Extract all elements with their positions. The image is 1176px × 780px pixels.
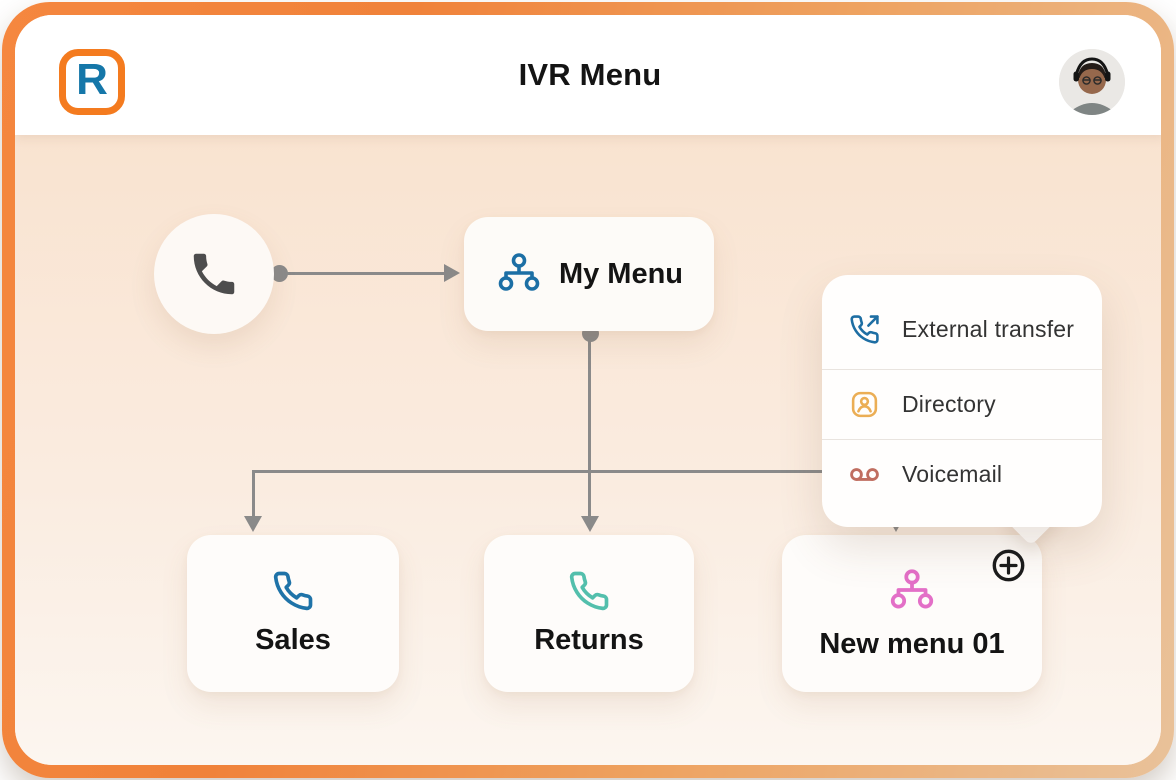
popup-item-label: External transfer: [902, 315, 1075, 342]
menu-hierarchy-icon: [498, 253, 540, 291]
incoming-call-node[interactable]: [154, 214, 274, 334]
add-option-button[interactable]: [992, 549, 1025, 582]
popup-item-voicemail[interactable]: Voicemail: [822, 439, 1102, 509]
node-my-menu[interactable]: My Menu: [464, 217, 714, 331]
phone-outline-icon: [569, 571, 609, 611]
directory-icon: [851, 391, 878, 418]
avatar-person-icon: [1059, 49, 1125, 115]
popup-item-directory[interactable]: Directory: [822, 369, 1102, 439]
node-label: My Menu: [558, 257, 684, 290]
page-title: IVR Menu: [518, 57, 662, 92]
node-label: New menu 01: [819, 628, 1005, 660]
menu-hierarchy-icon: [890, 569, 934, 609]
connector-root-vertical: [588, 333, 591, 516]
ringcentral-logo: R: [59, 49, 125, 115]
connector-branch-left-vertical: [252, 472, 255, 516]
arrowhead-into-returns: [581, 516, 599, 532]
node-sales[interactable]: Sales: [187, 535, 399, 692]
flow-canvas: My Menu Sales: [15, 135, 1161, 765]
node-new-menu-01[interactable]: New menu 01: [782, 535, 1042, 692]
node-label: Sales: [255, 624, 331, 656]
arrowhead-into-sales: [244, 516, 262, 532]
connector-branch-horizontal: [252, 470, 898, 473]
user-avatar[interactable]: [1059, 49, 1125, 115]
external-transfer-icon: [850, 314, 879, 344]
plus-circle-icon: [992, 549, 1025, 582]
node-returns[interactable]: Returns: [484, 535, 694, 692]
transfer-options-popup: External transfer Directory: [822, 275, 1102, 527]
logo-letter: R: [76, 55, 108, 104]
connector-start-to-root: [279, 272, 446, 275]
popup-item-label: Voicemail: [902, 461, 1003, 487]
app-window: R IVR Menu: [15, 15, 1161, 765]
popup-item-external-transfer[interactable]: External transfer: [822, 289, 1102, 369]
arrowhead-into-my-menu: [444, 264, 460, 282]
header: R IVR Menu: [15, 15, 1161, 135]
phone-outline-icon: [273, 571, 313, 611]
popup-item-label: Directory: [902, 391, 996, 417]
phone-filled-icon: [193, 253, 235, 295]
node-label: Returns: [534, 624, 644, 656]
voicemail-icon: [850, 468, 879, 481]
